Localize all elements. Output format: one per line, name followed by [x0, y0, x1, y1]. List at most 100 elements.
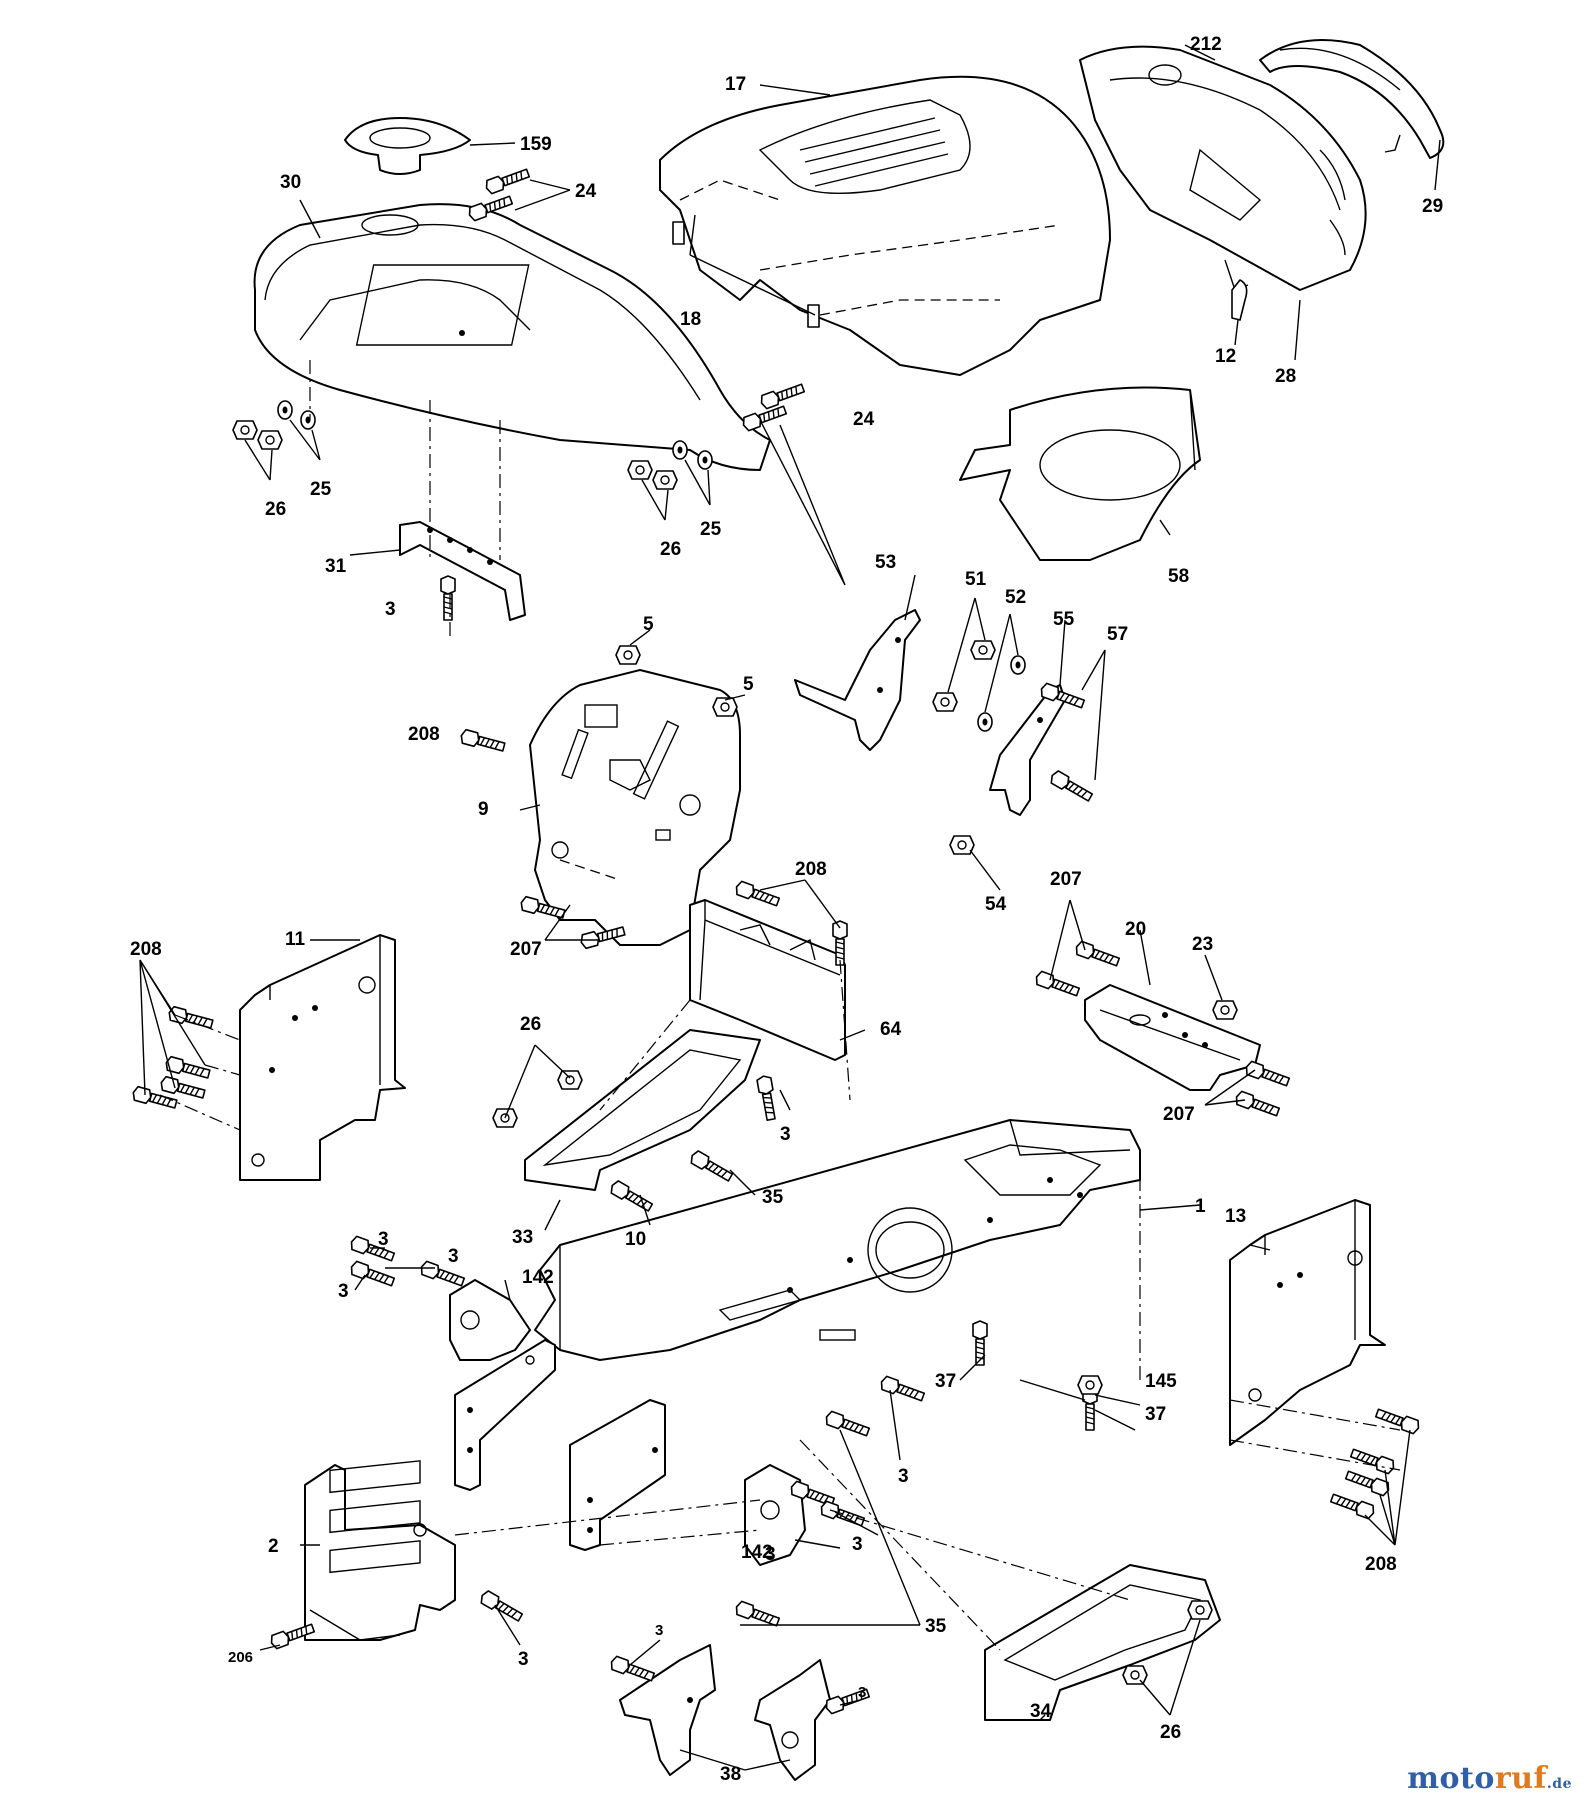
part-20-plate [1084, 984, 1261, 1091]
callout-206: 206 [228, 1649, 253, 1666]
callout-159: 159 [520, 134, 552, 155]
part-17-hood [659, 75, 1111, 376]
part-212-grille [1079, 45, 1367, 291]
callout-3-j: 3 [655, 1622, 663, 1639]
washer-52-a [1010, 655, 1026, 675]
callouts: 17 212 29 159 30 24 18 12 28 24 25 26 25… [130, 34, 1443, 1785]
callout-23: 23 [1192, 934, 1213, 955]
callout-55: 55 [1053, 609, 1075, 630]
callout-208-c: 208 [130, 939, 162, 960]
bolt-24-a [483, 165, 532, 196]
watermark-logo: motoruf.de [1407, 1761, 1572, 1796]
bolt-207-d [1033, 969, 1082, 1000]
callout-51: 51 [965, 569, 987, 590]
nut-145 [1077, 1375, 1103, 1395]
part-29-grille-insert [1259, 39, 1445, 159]
bolt-208-a [458, 728, 507, 755]
part-31-bracket [399, 521, 526, 621]
part-142-bracket-upper [449, 1279, 531, 1361]
nut-26-e [557, 1070, 583, 1090]
callout-37-a: 37 [935, 1371, 956, 1392]
callout-35-b: 35 [925, 1616, 947, 1637]
nut-26-d [652, 470, 678, 490]
bolt-208-i [1348, 1445, 1397, 1476]
callout-142-a: 142 [522, 1267, 554, 1288]
watermark-brand-b: ruf [1494, 1761, 1547, 1796]
bolt-3-a [440, 575, 456, 621]
part-18-clips [672, 221, 820, 328]
part-33-footrest [524, 1029, 761, 1191]
callout-26-d: 26 [1160, 1722, 1181, 1743]
washer-25-d [697, 450, 713, 470]
nut-5-b [712, 697, 738, 717]
nut-26-a [232, 420, 258, 440]
callout-31: 31 [325, 556, 347, 577]
callout-52: 52 [1005, 587, 1026, 608]
callout-30: 30 [280, 172, 301, 193]
callout-38: 38 [720, 1764, 741, 1785]
part-58-shield [959, 386, 1201, 561]
callout-145: 145 [1145, 1371, 1177, 1392]
bolt-207-f [1233, 1089, 1282, 1120]
callout-18: 18 [680, 309, 701, 330]
callout-54: 54 [985, 894, 1007, 915]
callout-25-left: 25 [310, 479, 332, 500]
bolt-207-c [1073, 939, 1122, 970]
bolt-57-b [1047, 768, 1095, 805]
callout-207-c: 207 [1163, 1104, 1195, 1125]
callout-34: 34 [1030, 1701, 1052, 1722]
callout-3-h: 3 [765, 1544, 776, 1565]
callout-142-b: 142 [741, 1542, 773, 1563]
part-12-clip [1231, 279, 1248, 321]
washer-25-c [672, 440, 688, 460]
callout-3-d: 3 [448, 1246, 459, 1267]
part-34-footrest [984, 1564, 1221, 1721]
watermark-brand-a: moto [1407, 1761, 1495, 1796]
bolt-10 [607, 1178, 655, 1215]
callout-13: 13 [1225, 1206, 1246, 1227]
bolt-208-h [1373, 1405, 1422, 1436]
part-9-dash-panel [529, 669, 741, 946]
callout-11: 11 [285, 929, 306, 950]
part-11-side-panel [239, 934, 406, 1181]
callout-26-c: 26 [520, 1014, 541, 1035]
fender-opening [355, 264, 530, 346]
callout-1: 1 [1195, 1196, 1206, 1217]
bolt-35-a [687, 1148, 735, 1185]
bolt-208-k [1328, 1490, 1377, 1521]
callout-35-a: 35 [762, 1187, 784, 1208]
callout-3-i: 3 [518, 1649, 529, 1670]
nut-26-b [257, 430, 283, 450]
callout-208-b: 208 [795, 859, 827, 880]
part-1-frame [534, 1119, 1141, 1361]
callout-17: 17 [725, 74, 746, 95]
nut-26-c [627, 460, 653, 480]
bolt-208-b [733, 879, 782, 910]
part-frame-left-plate [454, 1339, 556, 1491]
nut-26-h [1122, 1665, 1148, 1685]
part-38-bracket-left [619, 1644, 716, 1776]
callout-5-b: 5 [743, 674, 754, 695]
callout-29: 29 [1422, 196, 1443, 217]
part-30-fender [253, 203, 771, 471]
part-38-bracket-right [754, 1659, 831, 1781]
nut-5-a [615, 645, 641, 665]
callout-26-left: 26 [265, 499, 286, 520]
bolt-24-c [758, 380, 807, 411]
callout-64: 64 [880, 1019, 902, 1040]
nut-23 [1212, 1000, 1238, 1020]
part-53-bracket [794, 609, 921, 751]
part-13-side-panel [1229, 1199, 1386, 1446]
leader-lines [139, 44, 1441, 1771]
callout-24-top: 24 [575, 181, 597, 202]
callout-208-d: 208 [1365, 1554, 1397, 1575]
callout-57: 57 [1107, 624, 1128, 645]
part-64-channel [689, 899, 846, 1061]
assembly-lines [159, 360, 1401, 1651]
callout-3-k: 3 [858, 1684, 866, 1701]
part-2-plate [304, 1460, 456, 1641]
callout-10: 10 [625, 1229, 646, 1250]
callout-3-f: 3 [898, 1466, 909, 1487]
nut-26-g [1187, 1600, 1213, 1620]
